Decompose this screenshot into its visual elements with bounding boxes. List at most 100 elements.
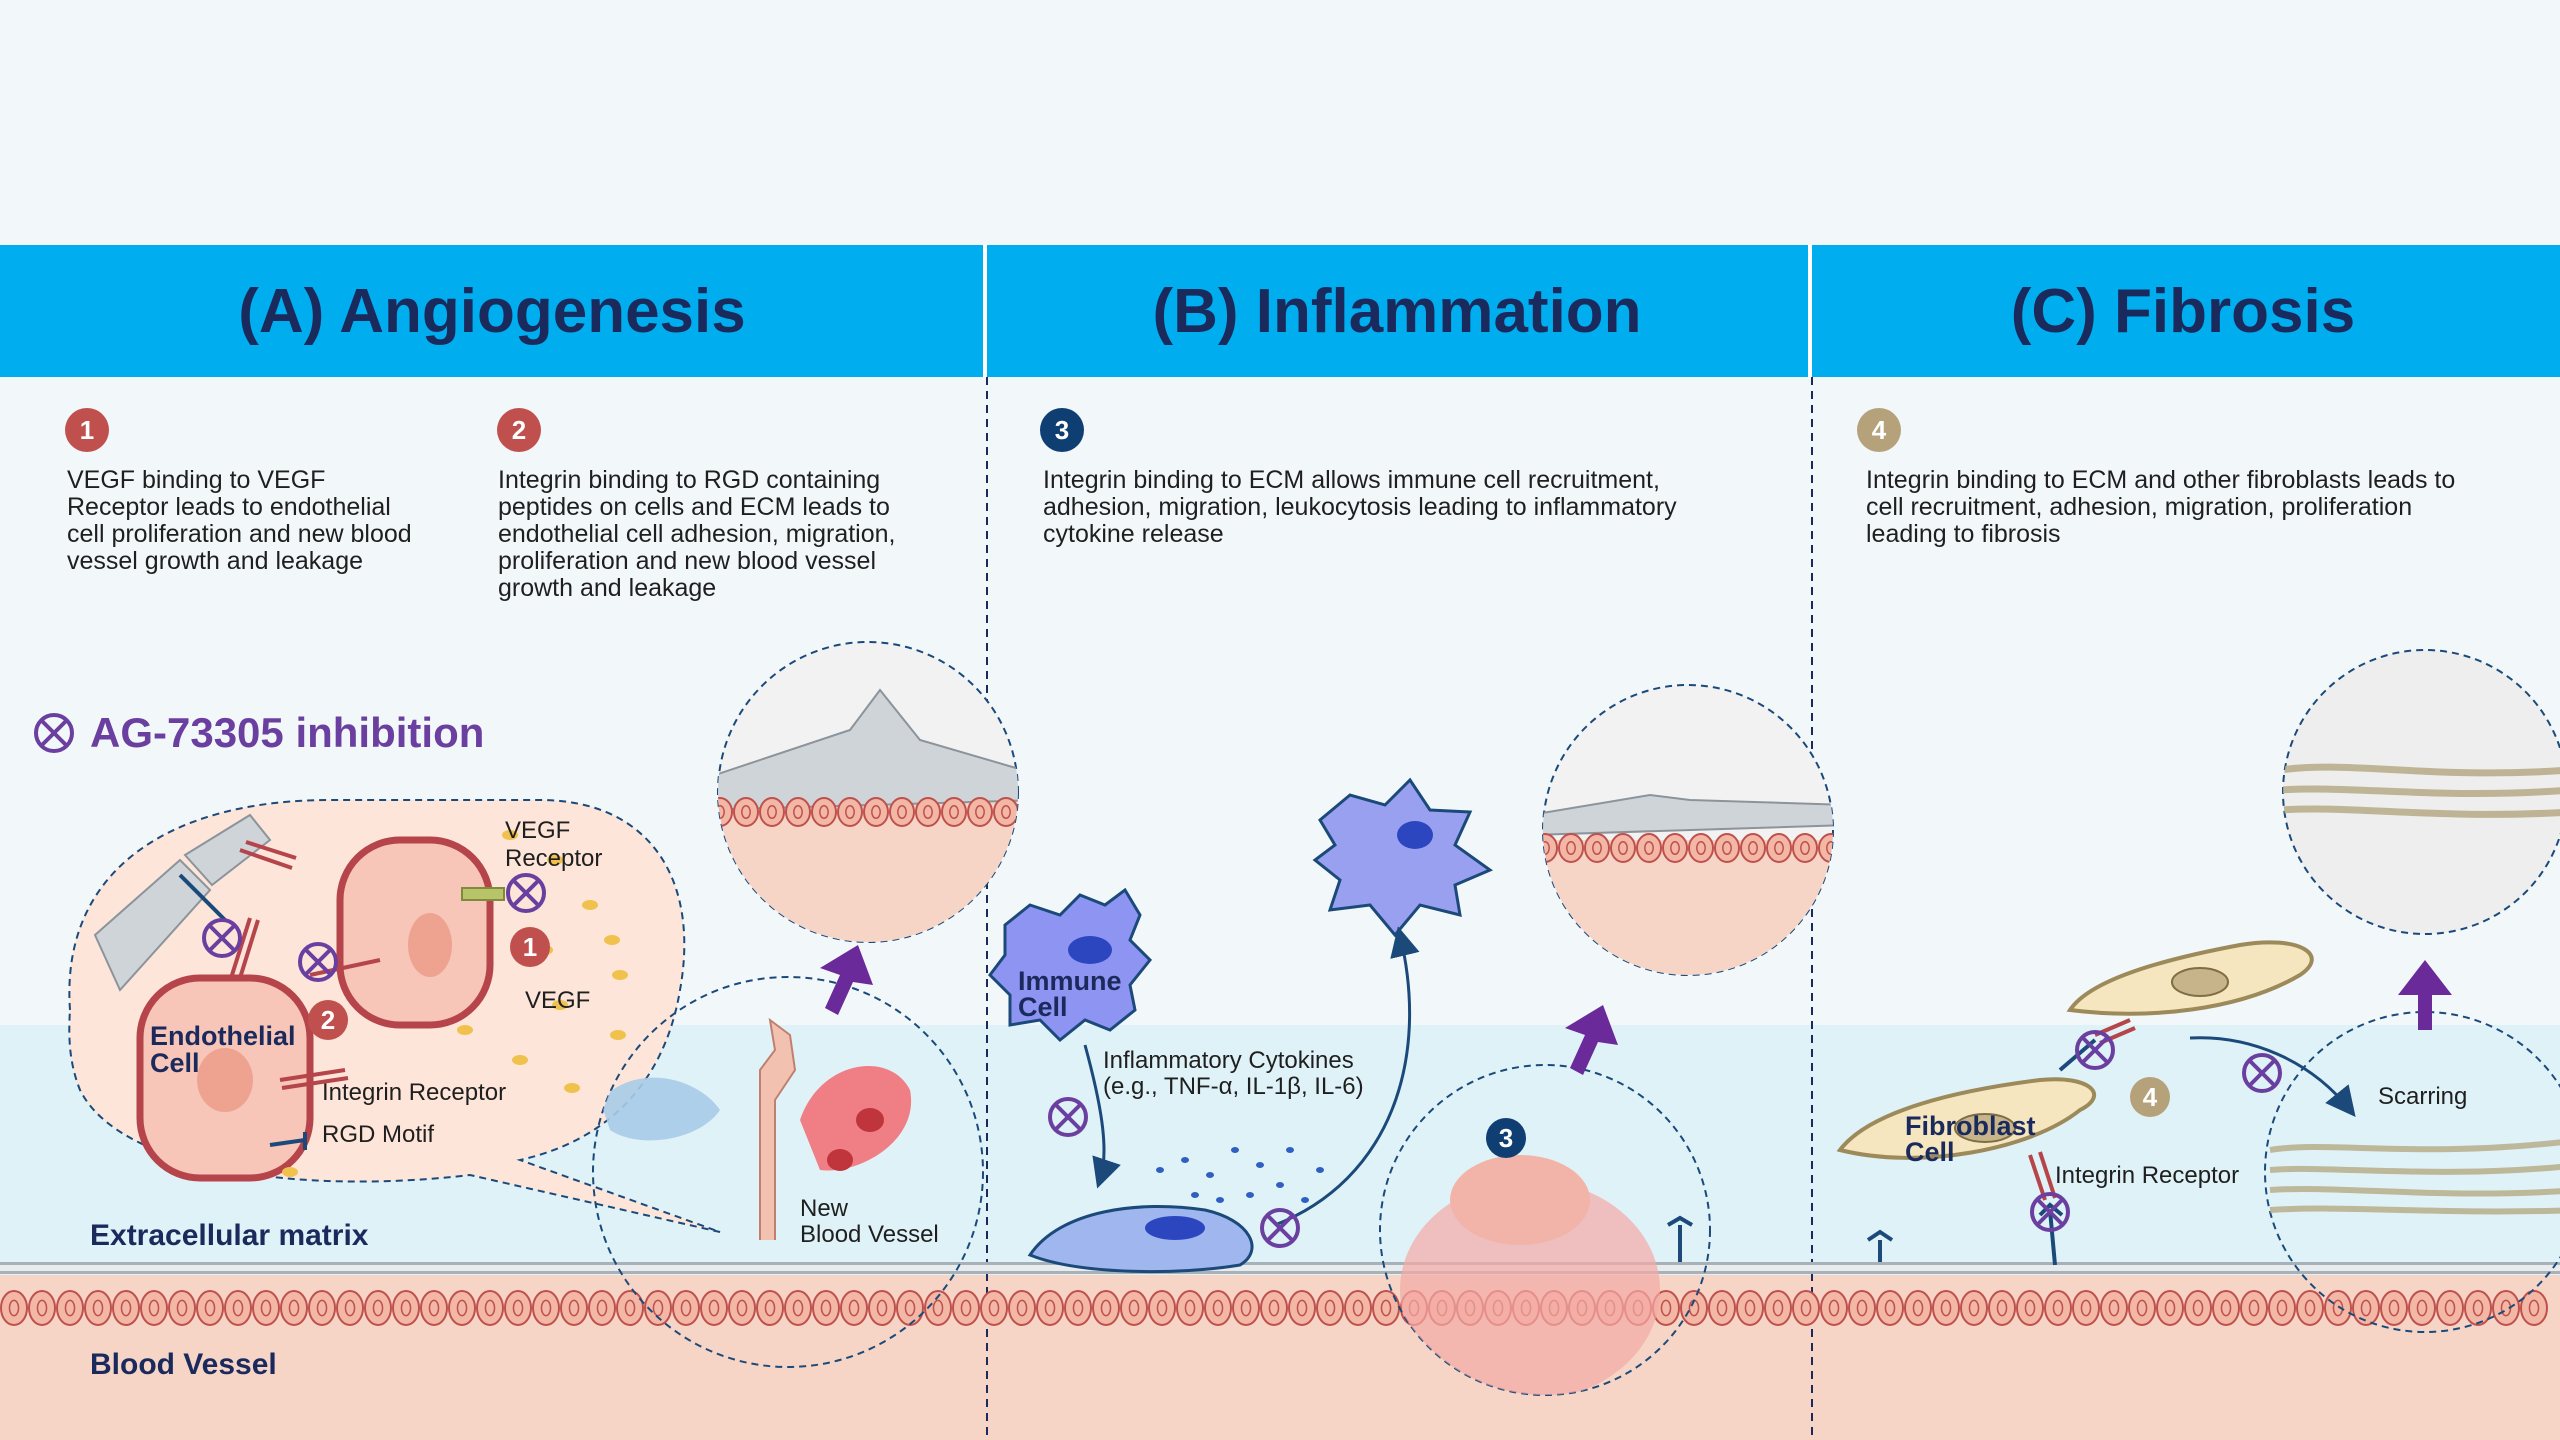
step-2-description: 2 Integrin binding to RGD containing pep… (497, 408, 895, 602)
endothelial-cell (941, 797, 967, 827)
endothelial-cell (1344, 1290, 1372, 1326)
endothelial-cell (308, 1290, 336, 1326)
endothelial-cell-2 (336, 836, 494, 1029)
endothelial-cell (1148, 1290, 1176, 1326)
endothelial-cell (2016, 1290, 2044, 1326)
endothelial-cell (967, 797, 993, 827)
endothelial-cell (1740, 833, 1766, 863)
endothelial-cell (2156, 1290, 2184, 1326)
endothelial-cell (2492, 1290, 2520, 1326)
endothelial-cell (336, 1290, 364, 1326)
endothelial-cell (1120, 1290, 1148, 1326)
endothelial-cell (1092, 1290, 1120, 1326)
endothelial-cell-1 (136, 974, 314, 1182)
integrin-receptor-label: Integrin Receptor (322, 1079, 506, 1106)
endothelial-cell (2436, 1290, 2464, 1326)
endothelial-cell (448, 1290, 476, 1326)
svg-text:Receptor leads to endothelial: Receptor leads to endothelial (67, 493, 391, 521)
step-badge-2 (308, 1000, 348, 1040)
step-badge-2 (497, 408, 541, 452)
new-vessel-label: New (800, 1195, 849, 1222)
endothelial-cell (1848, 1290, 1876, 1326)
fibroblast-cell (1836, 1077, 2096, 1160)
endothelial-cell (196, 1290, 224, 1326)
endothelial-cell (2408, 1290, 2436, 1326)
endothelial-cell (532, 1290, 560, 1326)
rgd-motif (178, 873, 307, 1150)
endothelial-cell (1036, 1290, 1064, 1326)
panel-title-fibrosis: (C) Fibrosis (2011, 277, 2355, 346)
inhibitor-icon (34, 713, 74, 753)
endothelial-cell (812, 1290, 840, 1326)
panel-title-angiogenesis: (A) Angiogenesis (238, 277, 746, 346)
endothelial-cell (811, 797, 837, 827)
endothelial-cell (700, 1290, 728, 1326)
integrin-receptor-label: Integrin Receptor (2055, 1162, 2239, 1189)
endothelial-cell (56, 1290, 84, 1326)
endothelial-cell (718, 797, 733, 827)
svg-text:Integrin binding to ECM and ot: Integrin binding to ECM and other fibrob… (1866, 466, 2455, 494)
svg-text:Integrin binding to RGD contai: Integrin binding to RGD containing (498, 466, 880, 494)
endothelial-cell (112, 1290, 140, 1326)
svg-text:4: 4 (1872, 415, 1887, 445)
endothelial-cell (1260, 1290, 1288, 1326)
svg-text:2: 2 (321, 1005, 335, 1035)
endothelial-cell (84, 1290, 112, 1326)
endothelial-cell (915, 797, 941, 827)
endothelial-cell (1764, 1290, 1792, 1326)
endothelial-cell (837, 797, 863, 827)
endothelial-cell (1584, 833, 1610, 863)
immune-cell-label: Cell (1018, 992, 1068, 1022)
endothelial-cell (2268, 1290, 2296, 1326)
svg-text:VEGF binding to VEGF: VEGF binding to VEGF (67, 466, 325, 494)
endothelial-cell (168, 1290, 196, 1326)
endothelial-cell (896, 1290, 924, 1326)
svg-text:1: 1 (523, 932, 537, 962)
endothelial-cell (504, 1290, 532, 1326)
migration-arrow (1274, 926, 1420, 1227)
endothelial-cell (756, 1290, 784, 1326)
immune-cell (988, 887, 1153, 1043)
endothelial-cell (840, 1290, 868, 1326)
endothelial-cell (2044, 1290, 2072, 1326)
zoom-arrow-c (2398, 960, 2452, 1030)
endothelial-cell (863, 797, 889, 827)
svg-text:vessel growth and leakage: vessel growth and leakage (67, 547, 363, 575)
endothelial-cell (1792, 833, 1818, 863)
endothelial-cell (1372, 1290, 1400, 1326)
vegf-receptor (461, 887, 505, 901)
svg-text:Integrin binding to ECM allows: Integrin binding to ECM allows immune ce… (1043, 466, 1660, 494)
panel-title-inflammation: (B) Inflammation (1152, 277, 1641, 346)
endothelial-cell (889, 797, 915, 827)
endothelial-cell (588, 1290, 616, 1326)
leakage-zoom-circle-b (1542, 684, 1834, 976)
endothelial-cell (993, 797, 1018, 827)
svg-text:growth and leakage: growth and leakage (498, 574, 716, 602)
endothelial-cell (1288, 1290, 1316, 1326)
immune-cell (1312, 777, 1494, 938)
endothelial-cell (1543, 833, 1558, 863)
fibrosis-zoom-circle (2282, 649, 2560, 935)
endothelial-cell (1232, 1290, 1260, 1326)
inhibitor-icon (202, 873, 546, 982)
endothelial-cell (28, 1290, 56, 1326)
svg-text:cytokine release: cytokine release (1043, 520, 1224, 548)
vegf-ligands (282, 830, 628, 1177)
svg-text:leading to fibrosis: leading to fibrosis (1866, 520, 2061, 548)
endothelial-cell (1558, 833, 1584, 863)
svg-text:cell recruitment, adhesion, mi: cell recruitment, adhesion, migration, p… (1866, 493, 2412, 521)
vegf-receptor-label: Receptor (505, 845, 602, 872)
fibroblast-cell (2066, 940, 2314, 1016)
inhibitor-icon (1048, 1097, 1300, 1248)
svg-text:endothelial cell adhesion, mig: endothelial cell adhesion, migration, (498, 520, 895, 548)
inhibitor-icon (2030, 1030, 2282, 1232)
endothelial-cell (1662, 833, 1688, 863)
endothelial-cell (1714, 833, 1740, 863)
endothelial-cell (2240, 1290, 2268, 1326)
endothelial-cell (392, 1290, 420, 1326)
endothelial-cell (1176, 1290, 1204, 1326)
endothelial-cell (2296, 1290, 2324, 1326)
scarring-label: Scarring (2378, 1083, 2467, 1110)
endothelial-cell (759, 797, 785, 827)
